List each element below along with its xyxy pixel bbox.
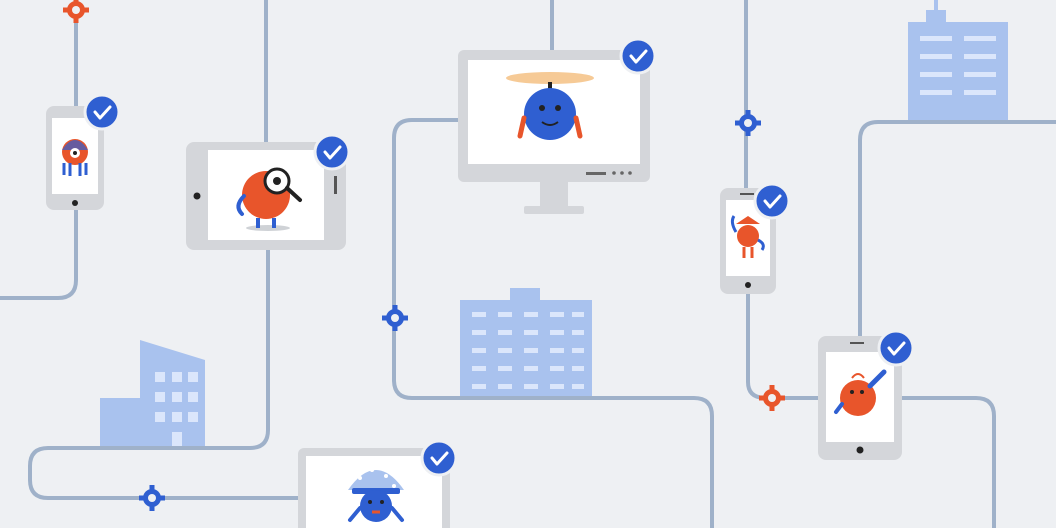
gear-icon — [735, 110, 761, 136]
check-icon — [420, 439, 458, 477]
gear-icon — [382, 305, 408, 331]
gear-icon — [139, 485, 165, 511]
monster-character — [834, 369, 887, 416]
check-icon — [619, 37, 657, 75]
check-icon — [877, 329, 915, 367]
gear-icon — [759, 385, 785, 411]
check-icon — [313, 133, 351, 171]
phone-device-left — [46, 106, 104, 210]
gear-icon — [63, 0, 89, 23]
monster-character — [730, 215, 765, 258]
building-center — [460, 288, 592, 398]
monster-character — [506, 72, 594, 140]
tablet-device-right — [818, 336, 902, 460]
check-icon — [753, 182, 791, 220]
building-right — [908, 0, 1008, 120]
monster-character — [236, 167, 302, 231]
tablet-device-left — [186, 142, 346, 250]
monster-character — [348, 468, 404, 522]
desktop-monitor — [458, 50, 650, 214]
screen-device-bottom — [298, 448, 450, 528]
buildings — [100, 0, 1008, 448]
monster-character — [62, 139, 88, 176]
check-icon — [83, 93, 121, 131]
building-left — [100, 340, 205, 448]
